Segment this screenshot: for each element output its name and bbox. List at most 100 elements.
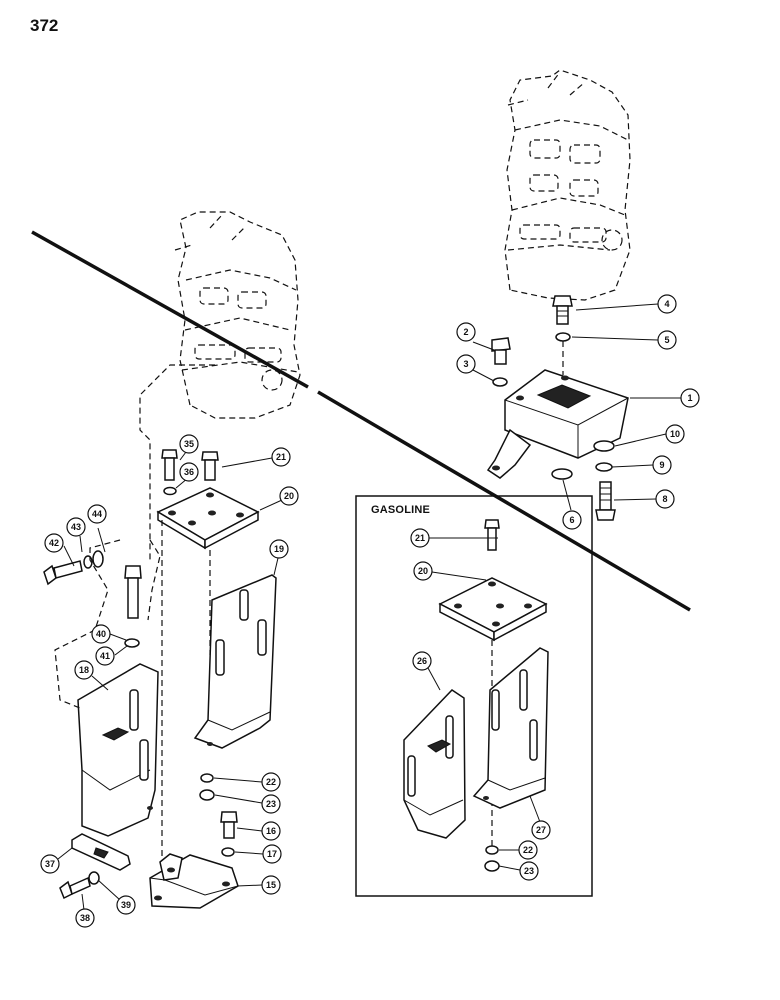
lockwasher-39 xyxy=(88,871,100,885)
callout-3: 3 xyxy=(456,354,476,374)
callout-43: 43 xyxy=(66,517,86,537)
svg-text:5: 5 xyxy=(664,335,669,345)
inset-callout-22: 22 xyxy=(518,840,538,860)
callout-4: 4 xyxy=(657,294,677,314)
inset-callout-26: 26 xyxy=(412,651,432,671)
svg-text:15: 15 xyxy=(266,880,276,890)
leader-lines xyxy=(57,303,682,911)
washer-6 xyxy=(551,468,573,480)
bolt-16 xyxy=(220,811,238,839)
bracket-27 xyxy=(472,647,549,809)
divider-line-lower xyxy=(317,390,691,612)
svg-text:21: 21 xyxy=(415,533,425,543)
svg-text:20: 20 xyxy=(284,491,294,501)
svg-text:41: 41 xyxy=(100,651,110,661)
svg-text:6: 6 xyxy=(569,515,574,525)
svg-text:23: 23 xyxy=(524,866,534,876)
svg-text:19: 19 xyxy=(274,544,284,554)
nut-23-inset xyxy=(484,860,500,872)
callout-42: 42 xyxy=(44,533,64,553)
callout-6: 6 xyxy=(562,510,582,530)
svg-text:23: 23 xyxy=(266,799,276,809)
svg-text:36: 36 xyxy=(184,467,194,477)
callout-40: 40 xyxy=(91,624,111,644)
bracket-18 xyxy=(77,663,159,837)
callout-37: 37 xyxy=(40,854,60,874)
callout-17: 17 xyxy=(262,844,282,864)
valve-block-left xyxy=(174,211,301,419)
callout-9: 9 xyxy=(652,455,672,475)
svg-text:40: 40 xyxy=(96,629,106,639)
base-casting-15 xyxy=(149,853,239,909)
svg-text:22: 22 xyxy=(266,777,276,787)
svg-text:3: 3 xyxy=(463,359,468,369)
washer-44 xyxy=(92,550,104,568)
inset-callout-23: 23 xyxy=(519,861,539,881)
lockwasher-3 xyxy=(492,377,508,387)
lockwasher-41 xyxy=(124,638,140,648)
washer-22-left xyxy=(200,773,214,783)
lockwasher-5 xyxy=(555,332,571,342)
svg-text:21: 21 xyxy=(276,452,286,462)
callout-1: 1 xyxy=(680,388,700,408)
page-number: 372 xyxy=(30,16,59,35)
bolt-38 xyxy=(59,876,91,900)
valve-block-right xyxy=(504,69,631,301)
bolt-8 xyxy=(595,481,616,521)
svg-text:4: 4 xyxy=(664,299,669,309)
bolt-42 xyxy=(43,560,83,586)
svg-text:16: 16 xyxy=(266,826,276,836)
lockwasher-36 xyxy=(163,486,177,496)
callout-22: 22 xyxy=(261,772,281,792)
svg-text:2: 2 xyxy=(463,327,468,337)
svg-text:1: 1 xyxy=(687,393,692,403)
callout-19: 19 xyxy=(269,539,289,559)
svg-text:38: 38 xyxy=(80,913,90,923)
mounting-bracket-1 xyxy=(486,369,629,479)
svg-text:42: 42 xyxy=(49,538,59,548)
svg-text:22: 22 xyxy=(523,845,533,855)
callout-36: 36 xyxy=(179,462,199,482)
callout-2: 2 xyxy=(456,322,476,342)
lockwasher-9 xyxy=(595,462,613,472)
callout-41: 41 xyxy=(95,646,115,666)
bolt-2 xyxy=(491,337,511,365)
bolt-21-left xyxy=(201,451,219,481)
svg-text:17: 17 xyxy=(267,849,277,859)
inset-callout-20: 20 xyxy=(413,561,433,581)
bolt-35 xyxy=(161,449,178,481)
callout-18: 18 xyxy=(74,660,94,680)
bracket-19 xyxy=(193,574,277,749)
callout-5: 5 xyxy=(657,330,677,350)
callout-16: 16 xyxy=(261,821,281,841)
svg-text:37: 37 xyxy=(45,859,55,869)
inset-callout-27: 27 xyxy=(531,820,551,840)
callout-15: 15 xyxy=(261,875,281,895)
plate-20-left xyxy=(156,487,260,550)
svg-text:44: 44 xyxy=(92,509,102,519)
callout-44: 44 xyxy=(87,504,107,524)
bracket-26 xyxy=(403,689,466,839)
divider-line-upper xyxy=(31,230,309,389)
svg-text:43: 43 xyxy=(71,522,81,532)
svg-text:10: 10 xyxy=(670,429,680,439)
svg-text:35: 35 xyxy=(184,439,194,449)
nut-23-left xyxy=(199,789,215,801)
callout-20: 20 xyxy=(279,486,299,506)
gasoline-inset-frame xyxy=(355,495,593,897)
svg-text:9: 9 xyxy=(659,460,664,470)
svg-text:26: 26 xyxy=(417,656,427,666)
washer-22-inset xyxy=(485,845,499,855)
plate-20-inset xyxy=(438,577,548,642)
callout-8: 8 xyxy=(655,489,675,509)
svg-text:18: 18 xyxy=(79,665,89,675)
svg-text:27: 27 xyxy=(536,825,546,835)
svg-text:20: 20 xyxy=(418,566,428,576)
inset-callout-21: 21 xyxy=(410,528,430,548)
callout-21: 21 xyxy=(271,447,291,467)
inset-title: GASOLINE xyxy=(371,504,431,516)
bolt-40 xyxy=(124,565,142,619)
callout-23: 23 xyxy=(261,794,281,814)
callout-38: 38 xyxy=(75,908,95,928)
callout-10: 10 xyxy=(665,424,685,444)
